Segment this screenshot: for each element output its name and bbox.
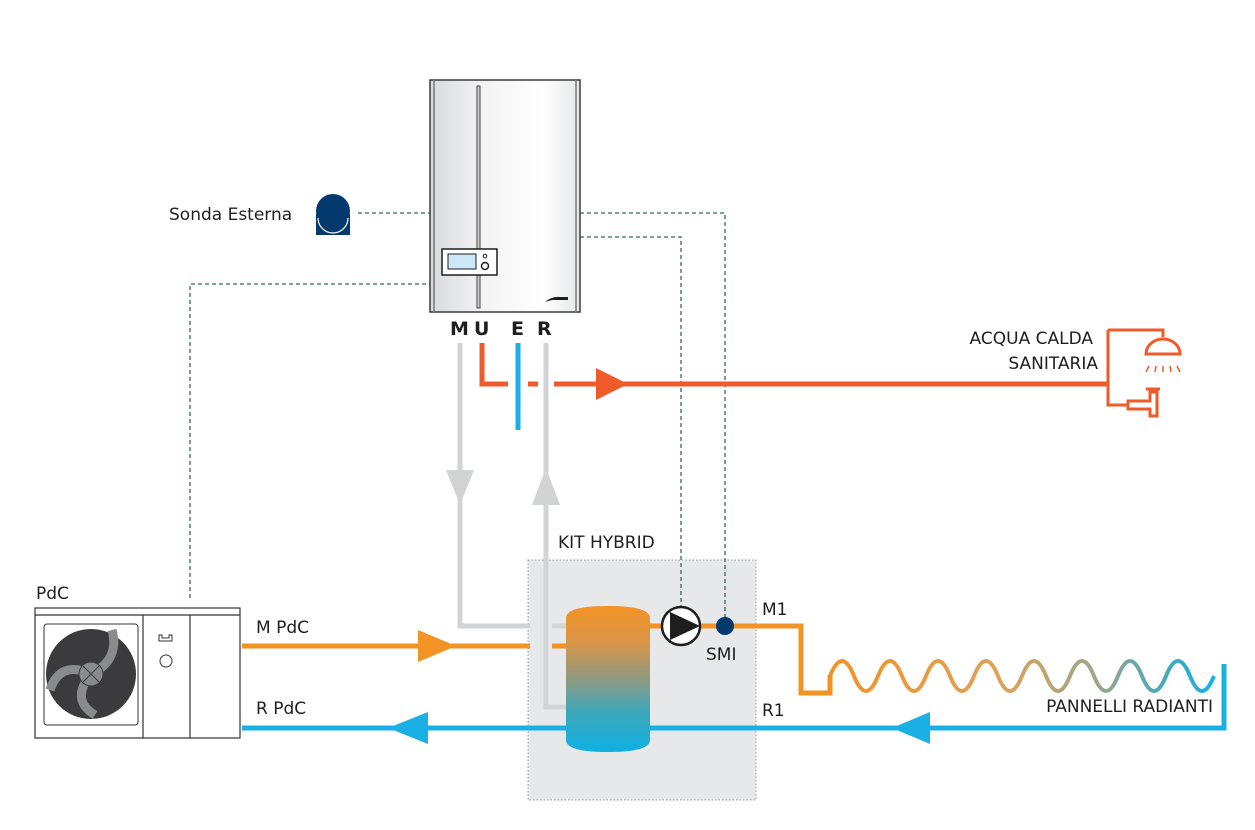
- label-sanitaria: SANITARIA: [1008, 354, 1098, 374]
- boiler: [429, 79, 581, 313]
- label-kit-hybrid: KIT HYBRID: [558, 533, 655, 553]
- boiler-knob: [480, 261, 490, 271]
- label-m1: M1: [762, 600, 787, 620]
- label-r-pdc: R PdC: [256, 699, 306, 719]
- arrow-m-pdc: [418, 630, 456, 662]
- pdc-indicator-icon: [158, 634, 173, 642]
- boiler-handle: [476, 85, 481, 309]
- pdc-button-icon: [159, 654, 173, 668]
- wire-smi: [580, 212, 726, 618]
- boiler-logo-icon: [545, 296, 568, 302]
- label-pdc: PdC: [36, 584, 69, 604]
- wire-pdc: [189, 283, 430, 598]
- boiler-knob-small: [482, 253, 488, 259]
- label-port-m: M: [450, 318, 469, 340]
- smi-sensor-icon: [716, 617, 734, 635]
- pipe-m1: [650, 623, 833, 696]
- buffer-tank: [566, 606, 650, 752]
- grey-pipes: [457, 343, 568, 710]
- pipe-r: [543, 343, 568, 710]
- arrow-r1: [892, 712, 930, 744]
- label-smi: SMI: [706, 645, 736, 665]
- pipe-m: [457, 343, 530, 629]
- heat-pump: [34, 607, 241, 739]
- arrow-r-pdc: [388, 712, 428, 744]
- label-port-u: U: [474, 318, 489, 340]
- arrow-hot-water: [596, 368, 628, 400]
- arrow-up-r: [532, 468, 560, 505]
- dhw-outlets: [1106, 328, 1182, 418]
- pipe-u-hot-water: [479, 343, 1108, 387]
- wire-pump: [580, 236, 682, 612]
- pump-triangle-icon: [670, 612, 700, 640]
- circulator-pump: [660, 605, 702, 647]
- arrow-down-m: [446, 470, 474, 505]
- label-pannelli-radianti: PANNELLI RADIANTI: [1046, 697, 1213, 717]
- wiring: [189, 212, 726, 618]
- label-acqua-calda: ACQUA CALDA: [970, 329, 1094, 349]
- outdoor-sensor-icon: [316, 194, 350, 235]
- boiler-display: [447, 253, 477, 270]
- label-m-pdc: M PdC: [256, 618, 309, 638]
- tap-handle: [1146, 387, 1160, 393]
- label-sonda-esterna: Sonda Esterna: [169, 205, 292, 225]
- tap-icon: [1126, 390, 1159, 418]
- label-port-e: E: [511, 318, 524, 340]
- dhw-bracket: [1106, 328, 1165, 407]
- shower-icon: [1144, 337, 1182, 356]
- radiant-coil: [828, 659, 1216, 693]
- label-port-r: R: [537, 318, 552, 340]
- shower-spray: [1145, 365, 1181, 373]
- label-r1: R1: [762, 701, 785, 721]
